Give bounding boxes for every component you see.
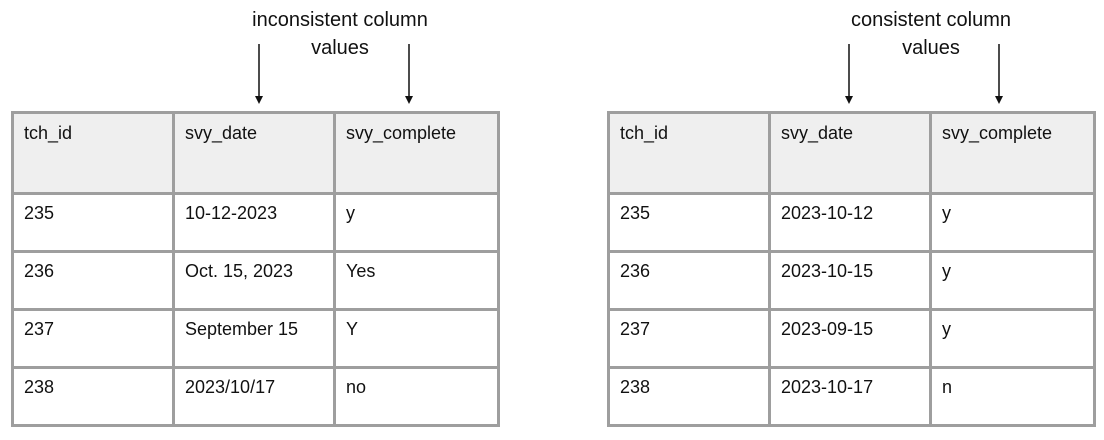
- cell-svy-date: 2023-10-12: [768, 192, 932, 253]
- column-header-svy-date: svy_date: [768, 111, 932, 195]
- left-caption: inconsistent column values: [180, 6, 500, 62]
- left-caption-line1: inconsistent column: [252, 9, 428, 31]
- column-header-tch-id: tch_id: [607, 111, 771, 195]
- cell-svy-complete: y: [929, 308, 1096, 369]
- cell-svy-date: 2023/10/17: [172, 366, 336, 427]
- column-header-tch-id: tch_id: [11, 111, 175, 195]
- cell-svy-date: September 15: [172, 308, 336, 369]
- cell-svy-complete: y: [333, 192, 500, 253]
- table-row: 237 2023-09-15 y: [607, 308, 1096, 369]
- table-row: 235 2023-10-12 y: [607, 192, 1096, 253]
- left-caption-line2: values: [311, 37, 369, 59]
- cell-svy-complete: no: [333, 366, 500, 427]
- cell-svy-complete: Yes: [333, 250, 500, 311]
- table-row: 236 Oct. 15, 2023 Yes: [11, 250, 500, 311]
- left-table: tch_id svy_date svy_complete 235 10-12-2…: [11, 111, 500, 427]
- column-header-svy-complete: svy_complete: [333, 111, 500, 195]
- table-header-row: tch_id svy_date svy_complete: [607, 111, 1096, 195]
- cell-svy-complete: n: [929, 366, 1096, 427]
- cell-svy-complete: y: [929, 192, 1096, 253]
- left-arrow-svy-complete-head: [405, 96, 413, 104]
- cell-tch-id: 238: [11, 366, 175, 427]
- cell-svy-complete: y: [929, 250, 1096, 311]
- right-arrow-svy-complete-head: [995, 96, 1003, 104]
- cell-tch-id: 235: [11, 192, 175, 253]
- cell-tch-id: 236: [607, 250, 771, 311]
- column-header-svy-complete: svy_complete: [929, 111, 1096, 195]
- cell-svy-date: Oct. 15, 2023: [172, 250, 336, 311]
- right-caption-line2: values: [902, 37, 960, 59]
- table-header-row: tch_id svy_date svy_complete: [11, 111, 500, 195]
- cell-svy-date: 2023-10-17: [768, 366, 932, 427]
- table-row: 238 2023/10/17 no: [11, 366, 500, 427]
- right-arrow-svy-date-head: [845, 96, 853, 104]
- cell-tch-id: 236: [11, 250, 175, 311]
- cell-tch-id: 237: [607, 308, 771, 369]
- cell-svy-date: 2023-09-15: [768, 308, 932, 369]
- cell-tch-id: 237: [11, 308, 175, 369]
- cell-tch-id: 238: [607, 366, 771, 427]
- cell-tch-id: 235: [607, 192, 771, 253]
- right-caption-line1: consistent column: [850, 9, 1012, 31]
- cell-svy-date: 10-12-2023: [172, 192, 336, 253]
- table-row: 235 10-12-2023 y: [11, 192, 500, 253]
- cell-svy-date: 2023-10-15: [768, 250, 932, 311]
- column-header-svy-date: svy_date: [172, 111, 336, 195]
- cell-svy-complete: Y: [333, 308, 500, 369]
- right-table: tch_id svy_date svy_complete 235 2023-10…: [607, 111, 1096, 427]
- table-row: 236 2023-10-15 y: [607, 250, 1096, 311]
- table-row: 238 2023-10-17 n: [607, 366, 1096, 427]
- table-row: 237 September 15 Y: [11, 308, 500, 369]
- left-arrow-svy-date-head: [255, 96, 263, 104]
- right-caption: consistent column values: [771, 6, 1091, 62]
